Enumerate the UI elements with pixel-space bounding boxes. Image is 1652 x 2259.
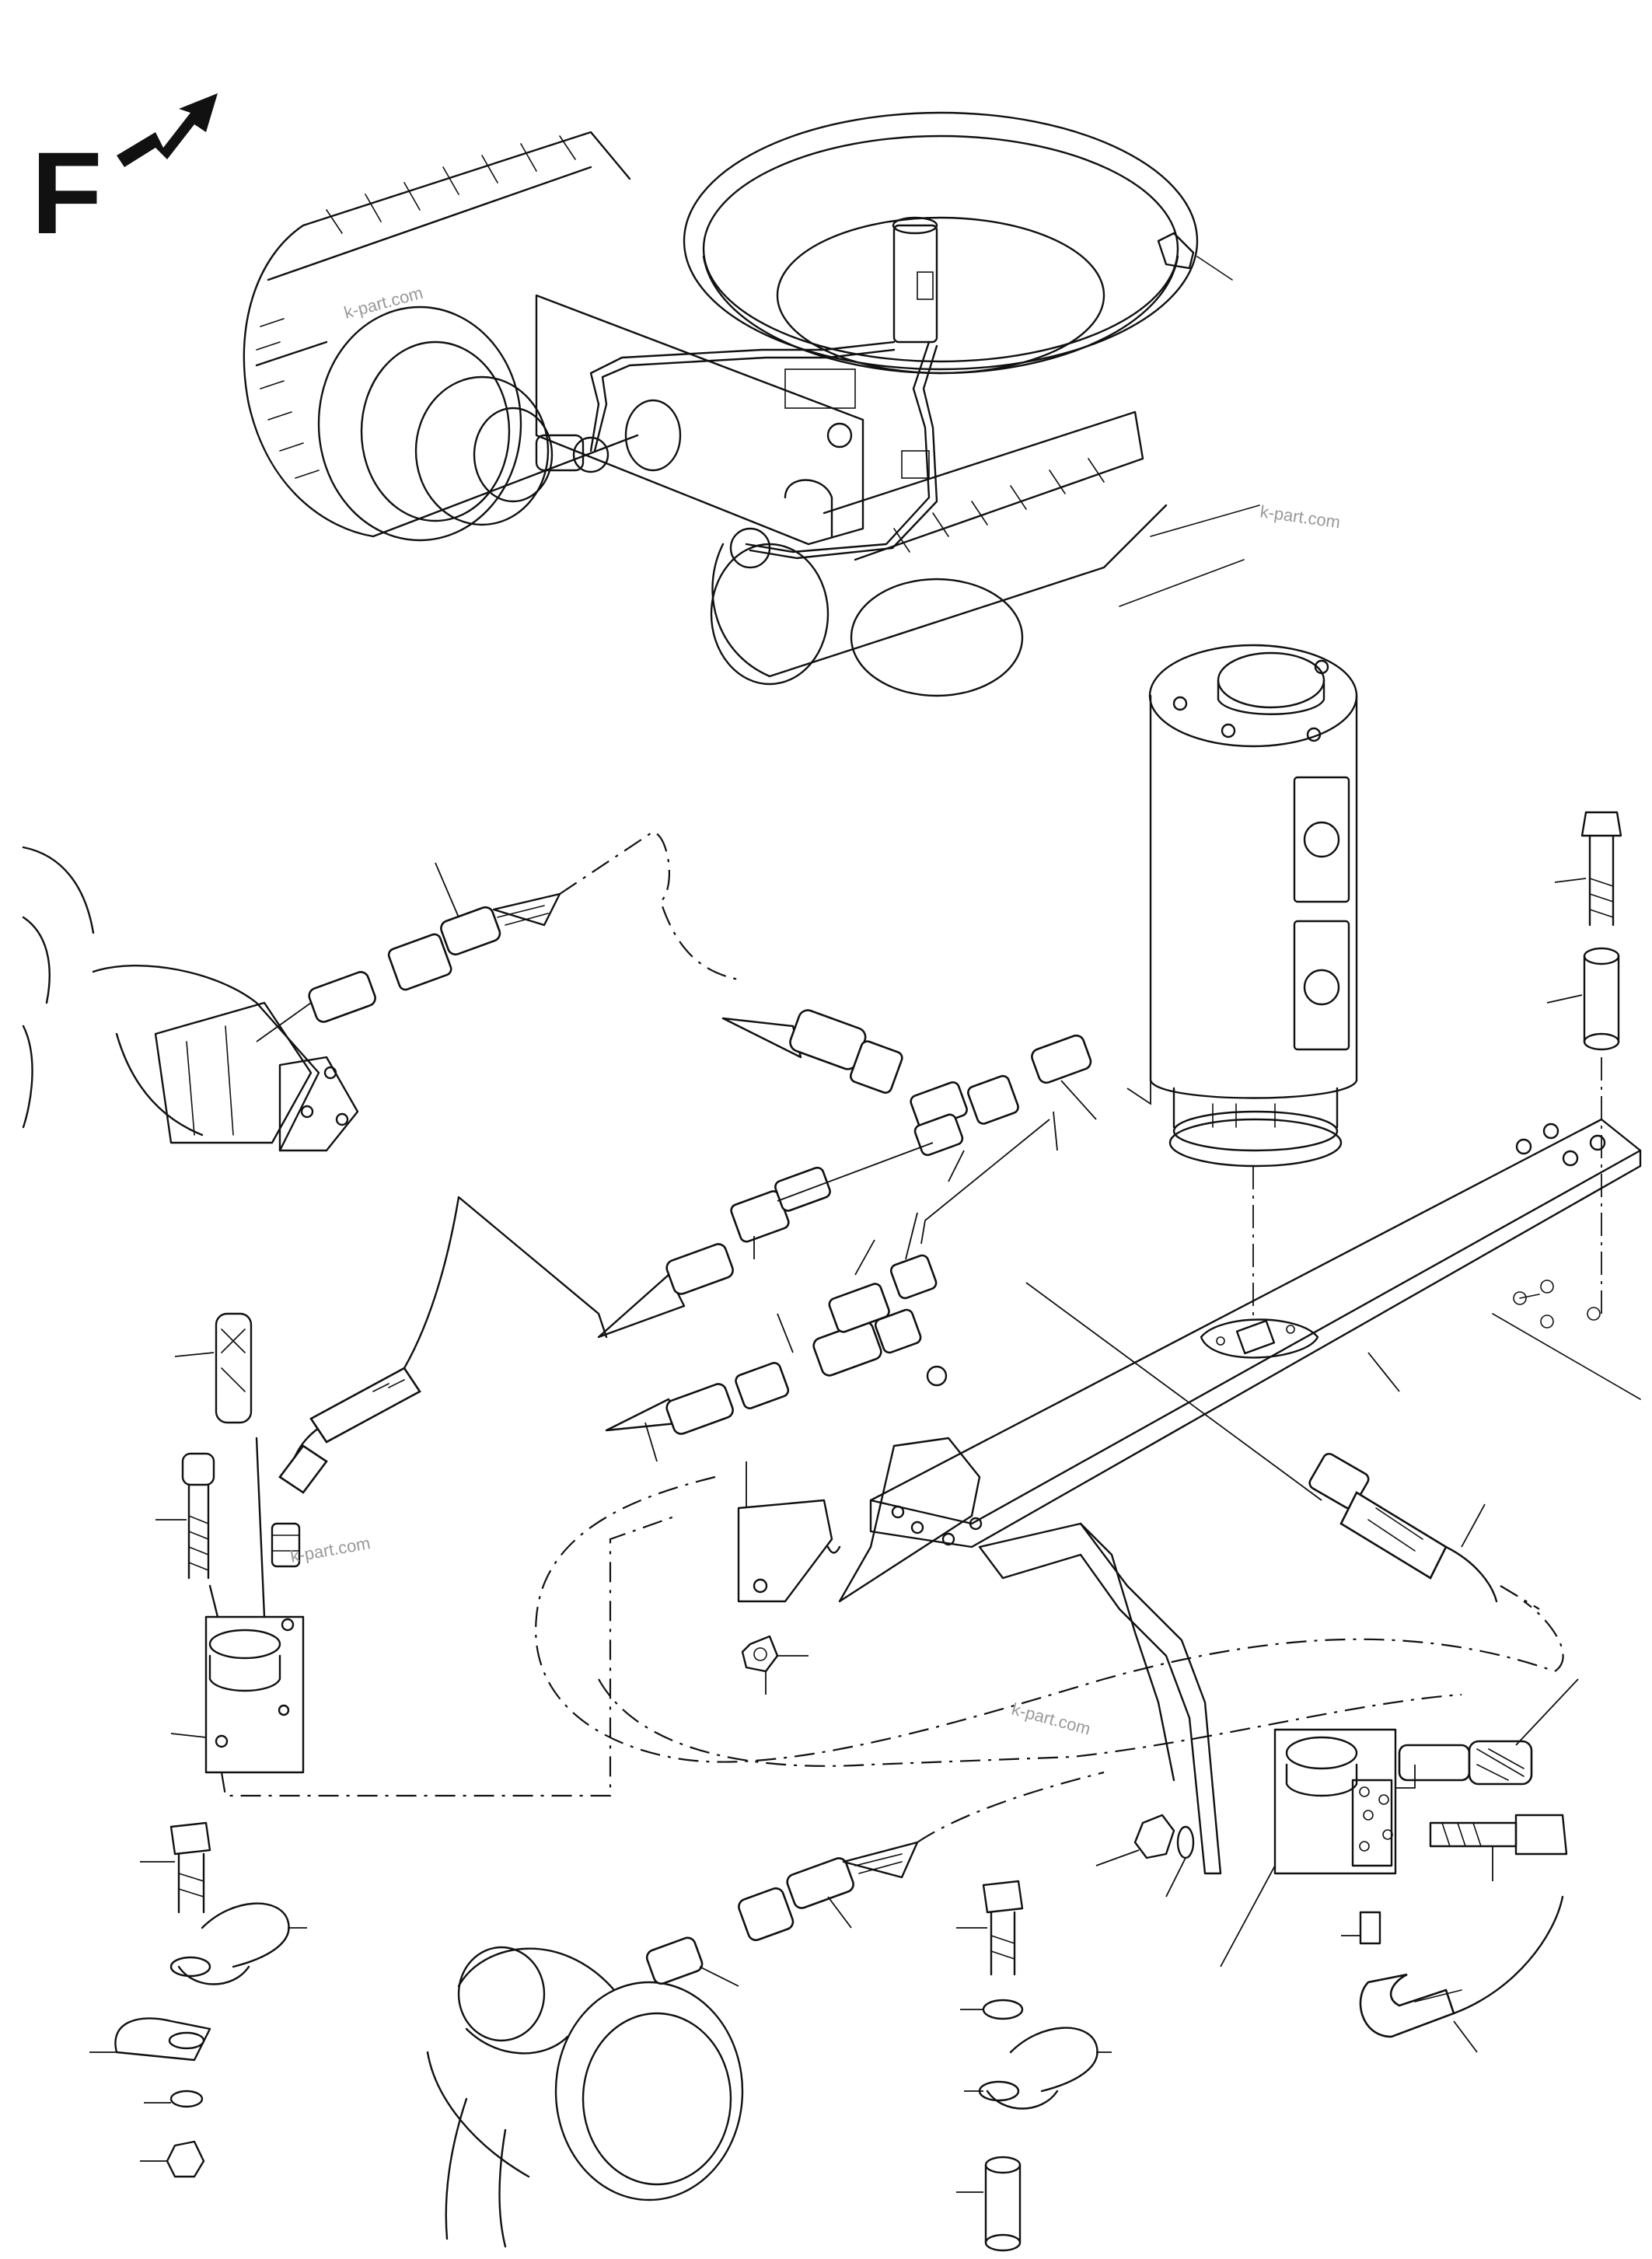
mounting-bar: [869, 1118, 1642, 1548]
lower-travel-motor: [426, 1771, 1105, 2248]
bolt-spacer-right: [1546, 811, 1622, 1314]
undercarriage-assembly: [243, 111, 1260, 697]
hose-route-dashed: [535, 1475, 1564, 1767]
bracket-arm: [737, 1437, 1222, 1875]
right-hose-upper: [1308, 1452, 1498, 1603]
watermark: k-part.com: [289, 1533, 372, 1566]
hose-fitting-set-upper: [256, 830, 739, 1042]
swivel-joint: [1148, 644, 1358, 1322]
central-tee-fittings: [597, 1009, 1322, 1501]
direction-arrow-icon: [117, 93, 218, 167]
center-clamp-group: [956, 1880, 1112, 2252]
view-direction-marker: F: [31, 93, 218, 258]
left-clamp-group: [89, 1821, 307, 2178]
view-letter: F: [31, 127, 103, 258]
right-valve-block: [1095, 1678, 1579, 2053]
left-valve-block: [155, 1196, 677, 1797]
left-travel-motor: [22, 846, 359, 1152]
watermark: k-part.com: [342, 283, 425, 323]
watermark: k-part.com: [1259, 501, 1341, 532]
watermark: k-part.com: [1010, 1699, 1093, 1739]
